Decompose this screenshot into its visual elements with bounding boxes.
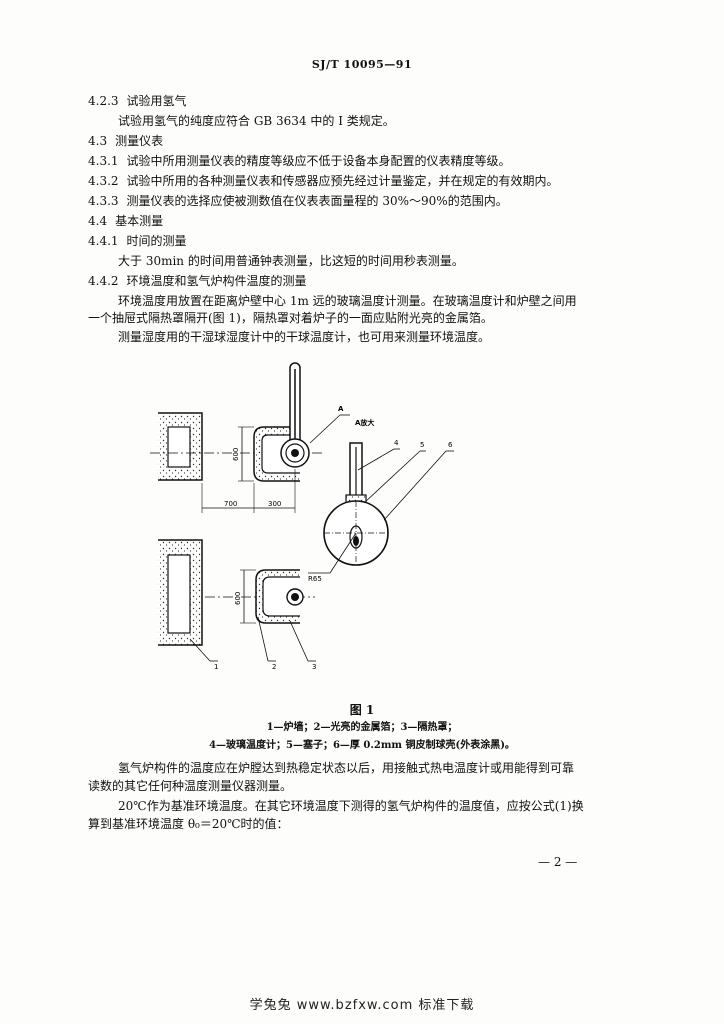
label-4: 4 xyxy=(394,439,399,447)
section-number: 4.3 xyxy=(88,134,108,148)
paragraph-after-figure-1-line-2: 读数的其它任何种温度测量仪器测量。 xyxy=(88,779,293,793)
section-number: 4.3.1 xyxy=(88,154,119,168)
section-4-4-heading: 4.4 基本测量 xyxy=(88,213,163,229)
paragraph-after-figure-2-line-1: 20℃作为基准环境温度。在其它环境温度下测得的氢气炉构件的温度值，应按公式(1)… xyxy=(118,799,584,813)
section-4-4-2-paragraph-1-line-2: 一个抽屉式隔热罩隔开(图 1)，隔热罩对着炉子的一面应贴附光亮的金属箔。 xyxy=(88,311,493,325)
svg-text:300: 300 xyxy=(268,500,281,508)
section-4-2-3-body: 试验用氢气的纯度应符合 GB 3634 中的 I 类规定。 xyxy=(118,114,395,128)
svg-text:600: 600 xyxy=(234,592,242,605)
dimension-700-300: 700 300 xyxy=(201,469,296,513)
label-2: 2 xyxy=(272,663,276,671)
furnace-wall-bottom xyxy=(158,539,203,646)
paragraph-after-figure-2-line-2: 算到基准环境温度 θ₀＝20℃时的值： xyxy=(88,817,289,831)
section-4-4-2-paragraph-2: 测量湿度用的干湿球湿度计中的干球温度计，也可用来测量环境温度。 xyxy=(118,330,491,344)
label-6: 6 xyxy=(448,441,453,449)
radius-label: R65 xyxy=(308,575,322,583)
section-text: 测量仪表的选择应使被测数值在仪表表面量程的 30%～90%的范围内。 xyxy=(126,194,508,208)
section-number: 4.2.3 xyxy=(88,94,119,108)
section-title: 基本测量 xyxy=(115,214,164,228)
section-4-2-3-heading: 4.2.3 试验用氢气 xyxy=(88,93,187,109)
section-title: 时间的测量 xyxy=(126,234,187,248)
svg-text:700: 700 xyxy=(224,500,237,508)
svg-text:600: 600 xyxy=(232,448,240,461)
a-enlarged-label: A放大 xyxy=(355,418,374,427)
a-marker-label: A xyxy=(338,405,344,413)
section-4-3-heading: 4.3 测量仪表 xyxy=(88,133,163,149)
detail-a-enlarged xyxy=(323,442,390,566)
section-title: 测量仪表 xyxy=(115,134,164,148)
section-text: 试验中所用测量仪表的精度等级应不低于设备本身配置的仪表精度等级。 xyxy=(126,154,511,168)
section-text: 试验中所用的各种测量仪表和传感器应预先经过计量鉴定，并在规定的有效期内。 xyxy=(126,174,559,188)
section-4-4-2-paragraph-1-line-1: 环境温度用放置在距离炉壁中心 1m 远的玻璃温度计测量。在玻璃温度计和炉壁之间用 xyxy=(118,294,577,308)
section-number: 4.4 xyxy=(88,214,108,228)
leaders-1-2-3 xyxy=(189,616,316,662)
leaders-4-5-6 xyxy=(357,448,454,521)
heat-shield-bottom xyxy=(255,569,300,624)
section-number: 4.4.1 xyxy=(88,234,119,248)
thermometer-bottom xyxy=(286,588,304,606)
furnace-wall-top xyxy=(158,412,203,481)
radius-leader xyxy=(329,532,357,574)
section-number: 4.3.3 xyxy=(88,194,119,208)
section-number: 4.4.2 xyxy=(88,274,119,288)
thermometer-top xyxy=(280,362,310,468)
dimension-600-top: 600 xyxy=(232,426,254,482)
label-1: 1 xyxy=(214,663,218,671)
section-4-4-2-heading: 4.4.2 环境温度和氢气炉构件温度的测量 xyxy=(88,273,307,289)
site-footer-watermark: 学兔兔 www.bzfxw.com 标准下载 xyxy=(249,998,475,1013)
section-4-4-1-heading: 4.4.1 时间的测量 xyxy=(88,233,187,249)
section-4-4-1-body: 大于 30min 的时间用普通钟表测量，比这短的时间用秒表测量。 xyxy=(118,254,464,268)
figure-legend-line-1: 1—炉墙；2—光亮的金属箔；3—隔热罩； xyxy=(266,722,458,733)
figure-title: 图 1 xyxy=(349,703,375,717)
paragraph-after-figure-1-line-1: 氢气炉构件的温度应在炉膛达到热稳定状态以后，用接触式热电温度计或用能得到可靠 xyxy=(118,761,575,775)
section-number: 4.3.2 xyxy=(88,174,119,188)
section-4-3-3: 4.3.3 测量仪表的选择应使被测数值在仪表表面量程的 30%～90%的范围内。 xyxy=(88,193,508,209)
a-leader-line xyxy=(309,414,341,444)
page-number: — 2 — xyxy=(538,855,578,869)
section-4-3-2: 4.3.2 试验中所用的各种测量仪表和传感器应预先经过计量鉴定，并在规定的有效期内… xyxy=(88,173,559,189)
document-number-header: SJ/T 10095—91 xyxy=(311,58,413,71)
figure-1-drawing: A 600 700 300 A放大 xyxy=(150,362,454,671)
label-5: 5 xyxy=(420,441,424,449)
figure-legend-line-2: 4—玻璃温度计；5—塞子；6—厚 0.2mm 铜皮制球壳(外表涂黑)。 xyxy=(209,740,515,751)
section-title: 试验用氢气 xyxy=(126,94,187,108)
label-3: 3 xyxy=(312,663,316,671)
dimension-600-bottom: 600 xyxy=(234,569,256,624)
section-title: 环境温度和氢气炉构件温度的测量 xyxy=(126,274,307,288)
section-4-3-1: 4.3.1 试验中所用测量仪表的精度等级应不低于设备本身配置的仪表精度等级。 xyxy=(88,153,511,169)
